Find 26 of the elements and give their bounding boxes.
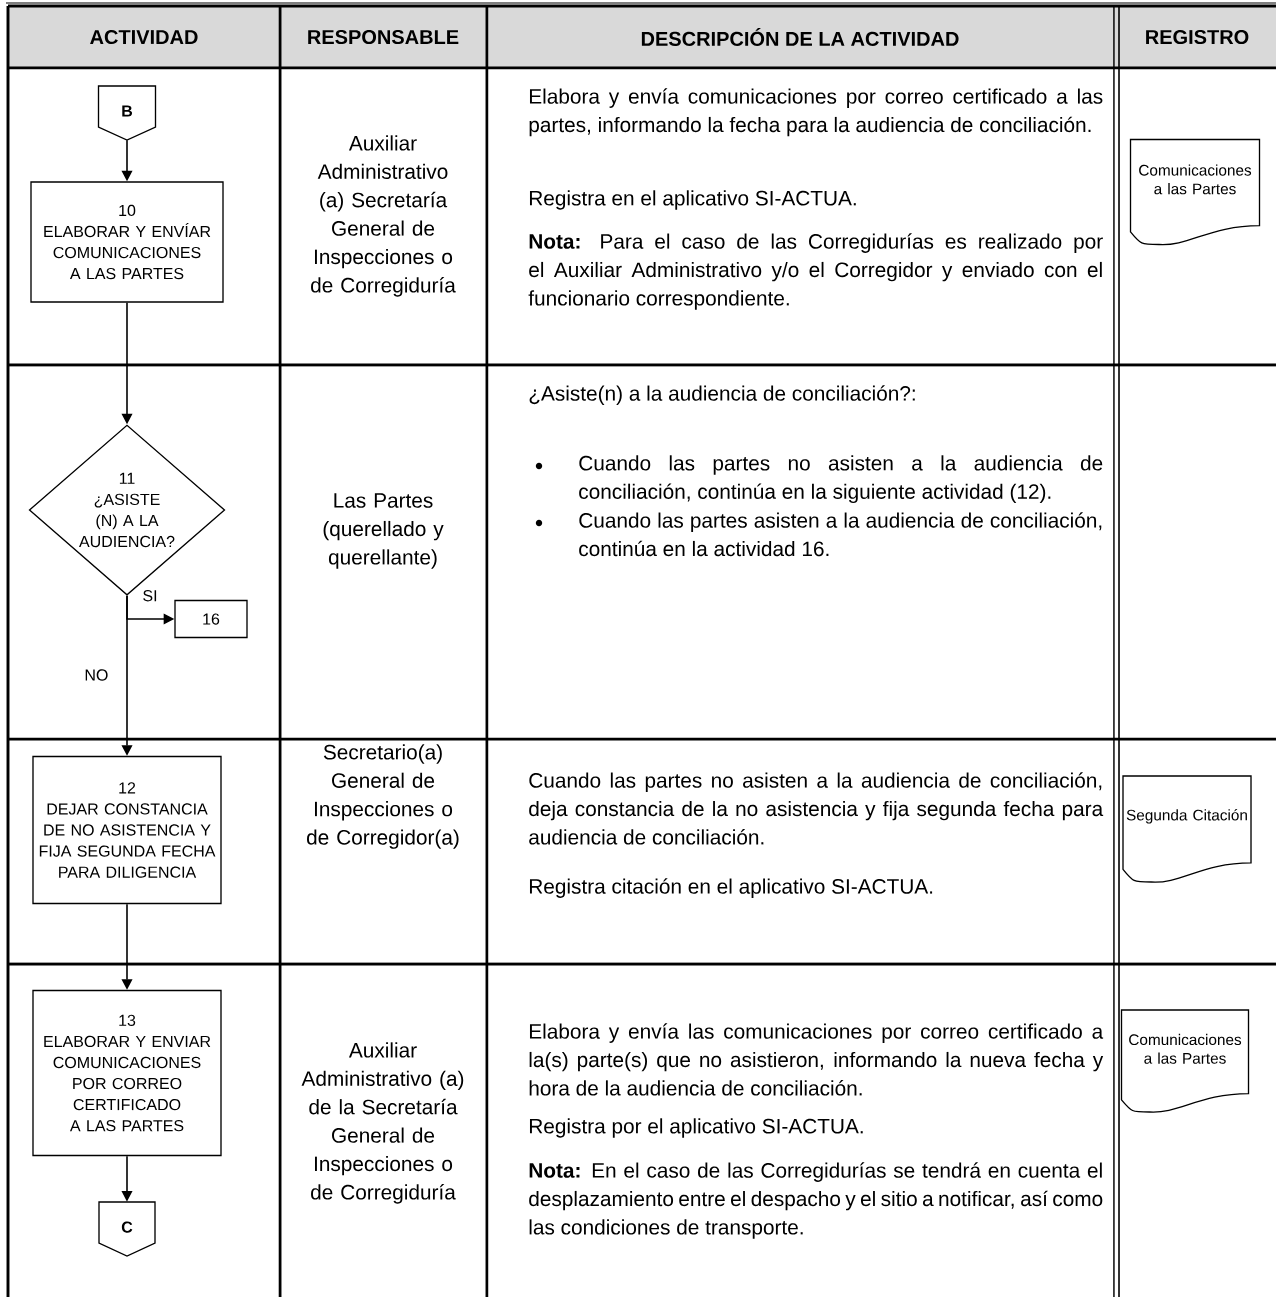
description-text: Elabora y envía las comunicaciones por correo certificado a la(s) parte(s) que no asistieron, informando la nueva fecha y hora de la audiencia de conciliación. <box>529 1023 1104 1096</box>
responsible-text: Auxiliar Administrativo (a) Secretaría General de Inspecciones o de Corregiduría <box>311 135 456 297</box>
description-text: ¿Asiste(n) a la audiencia de conciliación?: <box>529 385 915 405</box>
edge-label: NO <box>83 668 110 682</box>
responsible-text: Auxiliar Administrativo (a) de la Secretaría General de Inspecciones o de Corregiduría <box>301 1042 464 1204</box>
reference-box: 16 <box>174 599 248 639</box>
off-page-connector: B <box>97 85 157 141</box>
process-box: 13 ELABORAR Y ENVIAR COMUNICACIONES POR CORREO CERTIFICADO A LAS PARTES <box>32 989 222 1157</box>
process-box: 10 ELABORAR Y ENVÍAR COMUNICACIONES A LAS PARTES <box>30 181 224 303</box>
description-text: Elabora y envía comunicaciones por correo certificado a las partes, informando la fecha para la audiencia de conciliación. <box>529 88 1103 137</box>
process-box: 12 DEJAR CONSTANCIA DE NO ASISTENCIA Y FIJA SEGUNDA FECHA PARA DILIGENCIA <box>32 755 222 905</box>
bullet-item: Cuando las partes asisten a la audiencia de conciliación, continúa en la actividad 16. <box>535 512 1102 557</box>
description-text: Nota: En el caso de las Corregidurías se tendrá en cuenta el desplazamiento entre el despacho y el sitio a notificar, así como las condiciones de transporte. <box>529 1162 1103 1239</box>
column-header: ACTIVIDAD <box>90 29 198 45</box>
description-text: Nota: Para el caso de las Corregidurías es realizado por el Auxiliar Administrativo y/o el Corregidor y enviado con el funcionario correspondiente. <box>528 233 1103 310</box>
off-page-connector: C <box>98 1201 156 1257</box>
description-text: Registra en el aplicativo SI-ACTUA. <box>530 190 856 210</box>
column-header: DESCRIPCIÓN DE LA ACTIVIDAD <box>641 28 959 46</box>
description-text: Registra por el aplicativo SI-ACTUA. <box>530 1118 863 1138</box>
description-text: Registra citación en el aplicativo SI-ACTUA. <box>530 878 933 898</box>
column-header: RESPONSABLE <box>308 29 459 45</box>
bullet-item: Cuando las partes no asisten a la audiencia de conciliación, continúa en la siguiente actividad (12). <box>535 455 1103 504</box>
column-header: REGISTRO <box>1146 29 1249 45</box>
description-text: Cuando las partes no asisten a la audiencia de conciliación, deja constancia de la no asistencia y fija segunda fecha para audiencia de conciliación. <box>529 772 1104 845</box>
responsible-text: Secretario(a) General de Inspecciones o de Corregidor(a) <box>307 744 459 849</box>
responsible-text: Las Partes (querellado y querellante) <box>323 493 444 569</box>
